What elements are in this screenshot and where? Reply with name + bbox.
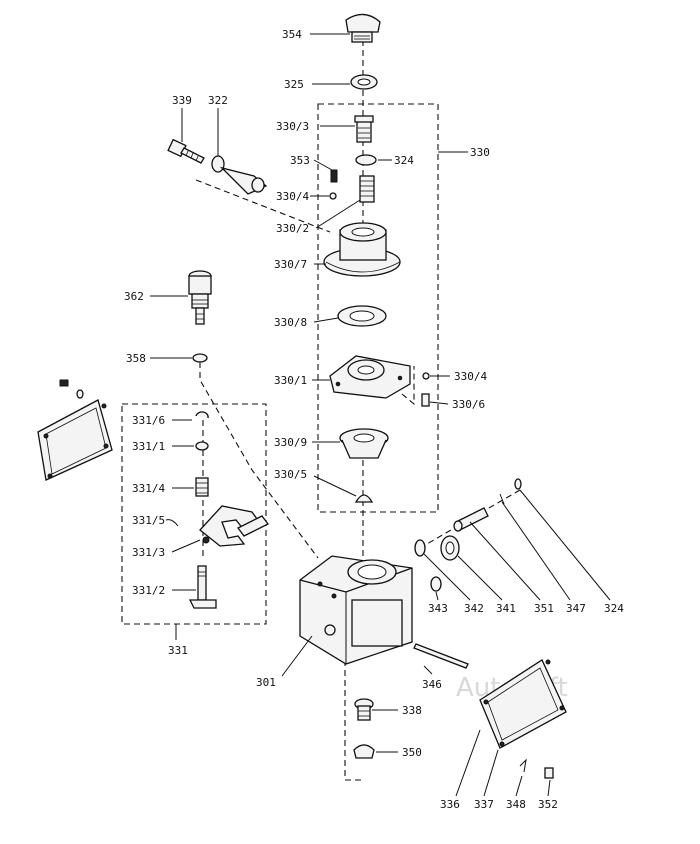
label-358: 358 xyxy=(126,352,146,365)
label-330-1: 330/1 xyxy=(274,374,307,387)
part-348-pin xyxy=(519,758,527,773)
label-343: 343 xyxy=(428,602,448,615)
part-322-washer xyxy=(211,155,268,195)
part-354-cap xyxy=(345,13,381,43)
part-331-2-bolt xyxy=(188,565,217,609)
part-325-washer xyxy=(350,74,378,90)
part-347-pin xyxy=(499,493,505,505)
part-330-9-seat xyxy=(339,428,389,459)
label-330-3: 330/3 xyxy=(276,120,309,133)
part-330-5-ball xyxy=(354,494,374,503)
label-342: 342 xyxy=(464,602,484,615)
part-330-1-plate xyxy=(329,355,411,399)
label-330-5: 330/5 xyxy=(274,468,307,481)
part-301-housing xyxy=(299,555,413,665)
label-330-4-upper: 330/4 xyxy=(276,190,309,203)
label-348: 348 xyxy=(506,798,526,811)
part-353-pin xyxy=(330,169,338,183)
part-330-8-gasket xyxy=(337,305,387,327)
label-324-right: 324 xyxy=(604,602,624,615)
part-343-washer xyxy=(430,576,442,592)
part-352-screw xyxy=(544,767,554,779)
part-338-bolt xyxy=(354,698,374,721)
part-330-4-ball xyxy=(329,192,337,200)
label-330-2: 330/2 xyxy=(276,222,309,235)
part-331-5-pin xyxy=(165,519,179,527)
part-331-3-fork-lever xyxy=(199,505,269,547)
label-352: 352 xyxy=(538,798,558,811)
label-338: 338 xyxy=(402,704,422,717)
part-350-cap xyxy=(353,744,375,759)
label-325: 325 xyxy=(284,78,304,91)
part-342-ring xyxy=(414,539,426,557)
label-301: 301 xyxy=(256,676,276,689)
part-358-washer xyxy=(192,353,208,363)
label-351: 351 xyxy=(534,602,554,615)
label-337: 337 xyxy=(474,798,494,811)
group-box-331 xyxy=(121,403,267,640)
label-330-4-lower: 330/4 xyxy=(454,370,487,383)
label-331: 331 xyxy=(168,644,188,657)
group-box-330 xyxy=(317,103,468,513)
part-331-4-spring xyxy=(195,477,209,497)
part-362-sensor xyxy=(188,270,212,325)
part-330-6-screw xyxy=(421,393,430,407)
label-330-8: 330/8 xyxy=(274,316,307,329)
label-330-7: 330/7 xyxy=(274,258,307,271)
left-cover-plate xyxy=(37,379,113,481)
part-330-7-flange xyxy=(323,222,401,277)
label-331-1: 331/1 xyxy=(132,440,165,453)
label-354: 354 xyxy=(282,28,302,41)
part-324-clip xyxy=(514,478,522,490)
part-330-3-screw xyxy=(354,115,374,143)
part-346-rod xyxy=(413,643,469,669)
label-336: 336 xyxy=(440,798,460,811)
part-330-4-lower-ball xyxy=(422,372,430,380)
part-330-2-spring xyxy=(359,175,375,203)
label-324-upper: 324 xyxy=(394,154,414,167)
label-350: 350 xyxy=(402,746,422,759)
label-347: 347 xyxy=(566,602,586,615)
right-cover-plate xyxy=(479,659,567,749)
label-331-6: 331/6 xyxy=(132,414,165,427)
part-351-shaft xyxy=(453,507,489,532)
label-330-9: 330/9 xyxy=(274,436,307,449)
part-341-seal xyxy=(440,535,460,561)
label-339: 339 xyxy=(172,94,192,107)
label-331-5: 331/5 xyxy=(132,514,165,527)
label-330: 330 xyxy=(470,146,490,159)
label-341: 341 xyxy=(496,602,516,615)
label-346: 346 xyxy=(422,678,442,691)
label-331-4: 331/4 xyxy=(132,482,165,495)
part-331-1-washer xyxy=(195,441,209,451)
label-353: 353 xyxy=(290,154,310,167)
label-362: 362 xyxy=(124,290,144,303)
label-322: 322 xyxy=(208,94,228,107)
label-330-6: 330/6 xyxy=(452,398,485,411)
part-324-ring xyxy=(355,154,377,166)
label-331-3: 331/3 xyxy=(132,546,165,559)
part-339-bolt xyxy=(167,138,205,164)
part-331-6-clip xyxy=(195,411,209,419)
label-331-2: 331/2 xyxy=(132,584,165,597)
